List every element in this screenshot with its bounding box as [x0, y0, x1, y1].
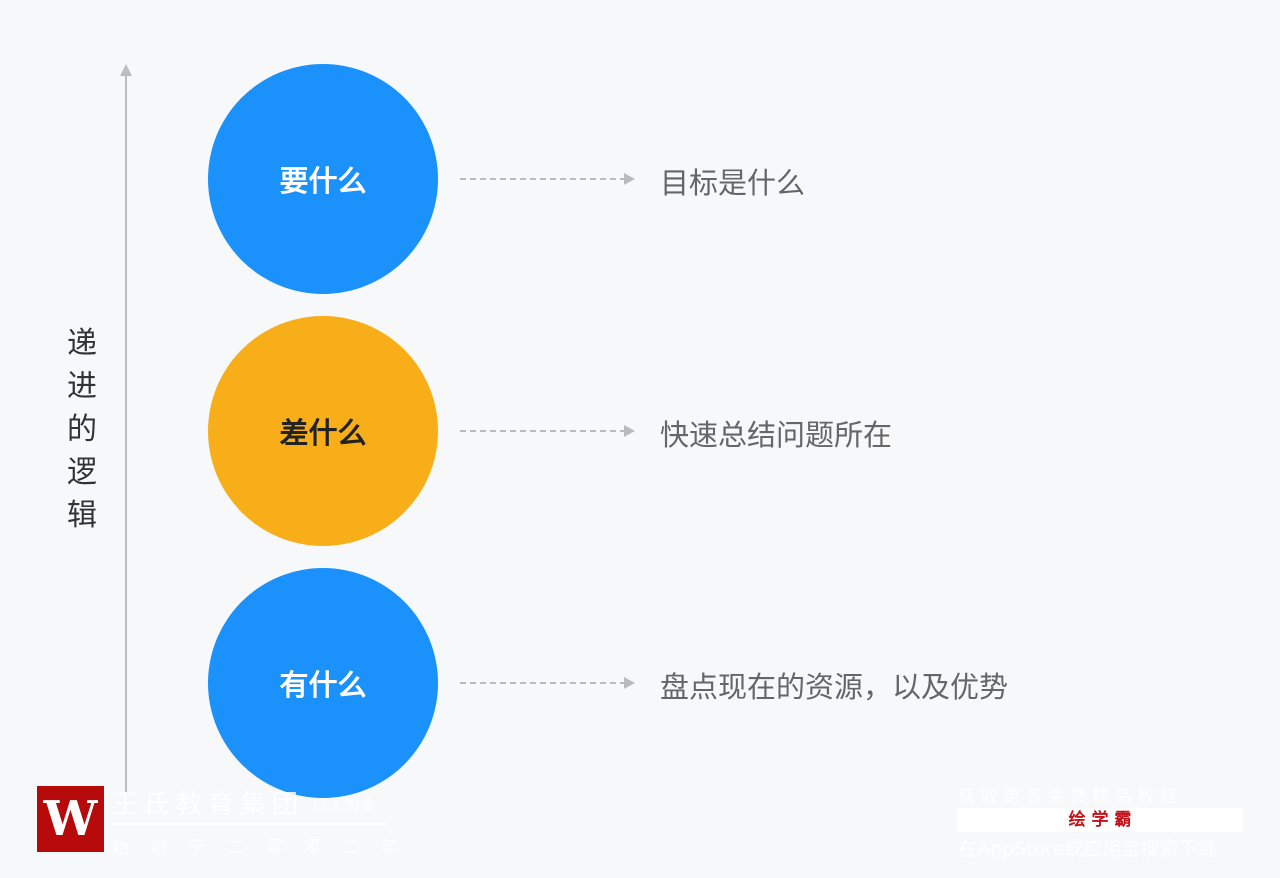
dashed-connector	[460, 178, 626, 180]
progression-axis	[125, 72, 127, 792]
dashed-connector	[460, 682, 626, 684]
description-text: 目标是什么	[660, 166, 806, 200]
axis-arrow-head-icon	[120, 64, 132, 76]
circle-label: 要什么	[279, 164, 367, 198]
watermark-founded: 始 创 于 二 零 零 二 年	[112, 838, 406, 858]
arrow-right-icon	[624, 677, 635, 689]
watermark-divider	[112, 823, 388, 825]
watermark-brand: 绘 学 霸	[957, 808, 1243, 832]
description-text: 盘点现在的资源，以及优势	[660, 670, 1009, 704]
description-text: 快速总结问题所在	[660, 418, 893, 452]
watermark-promo: 获 取 更 多 免 费 精 品 教 程	[958, 787, 1177, 807]
circle-label: 有什么	[279, 668, 367, 702]
arrow-right-icon	[624, 425, 635, 437]
arrow-right-icon	[624, 173, 635, 185]
circle-label: 差什么	[279, 416, 367, 450]
axis-label: 递进的逻辑	[67, 326, 97, 533]
circle-gap: 差什么	[208, 316, 438, 546]
watermark-logo: W	[37, 786, 104, 852]
watermark-download: 在AppStore或应用宝搜索下载	[958, 838, 1217, 860]
watermark-title: 王氏教育集团	[112, 790, 305, 820]
dashed-connector	[460, 430, 626, 432]
watermark-slogan: 以人为本	[312, 796, 377, 815]
circle-want: 要什么	[208, 64, 438, 294]
circle-have: 有什么	[208, 568, 438, 798]
